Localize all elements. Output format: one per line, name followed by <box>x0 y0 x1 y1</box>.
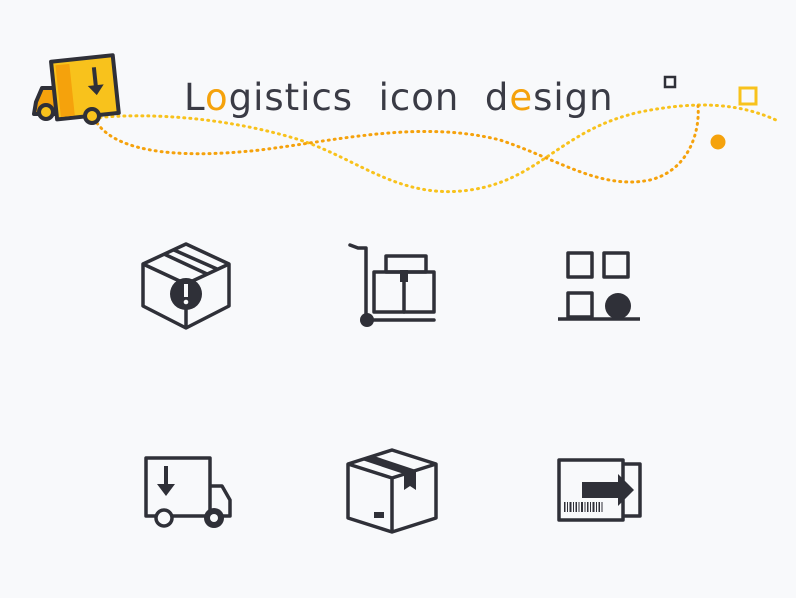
title-text-segment: gistics icon d <box>228 76 510 119</box>
package-alert-icon <box>141 242 231 330</box>
warehouse-pallet-icon <box>558 251 640 321</box>
square-outline-dark <box>663 75 677 89</box>
title-text-segment: sign <box>533 76 614 119</box>
orange-dot <box>710 134 726 150</box>
delivery-truck-icon <box>144 456 232 528</box>
title-text-segment: L <box>184 76 205 119</box>
title-accent-letter: e <box>509 76 534 119</box>
parcel-box-icon <box>346 448 438 534</box>
hand-truck-icon <box>348 243 436 327</box>
shipping-label-icon <box>557 458 642 522</box>
square-outline-yellow <box>738 86 758 106</box>
page-title: Logistics icon design <box>184 76 614 119</box>
truck-logo-icon <box>32 53 121 125</box>
title-accent-letter: o <box>204 76 229 119</box>
